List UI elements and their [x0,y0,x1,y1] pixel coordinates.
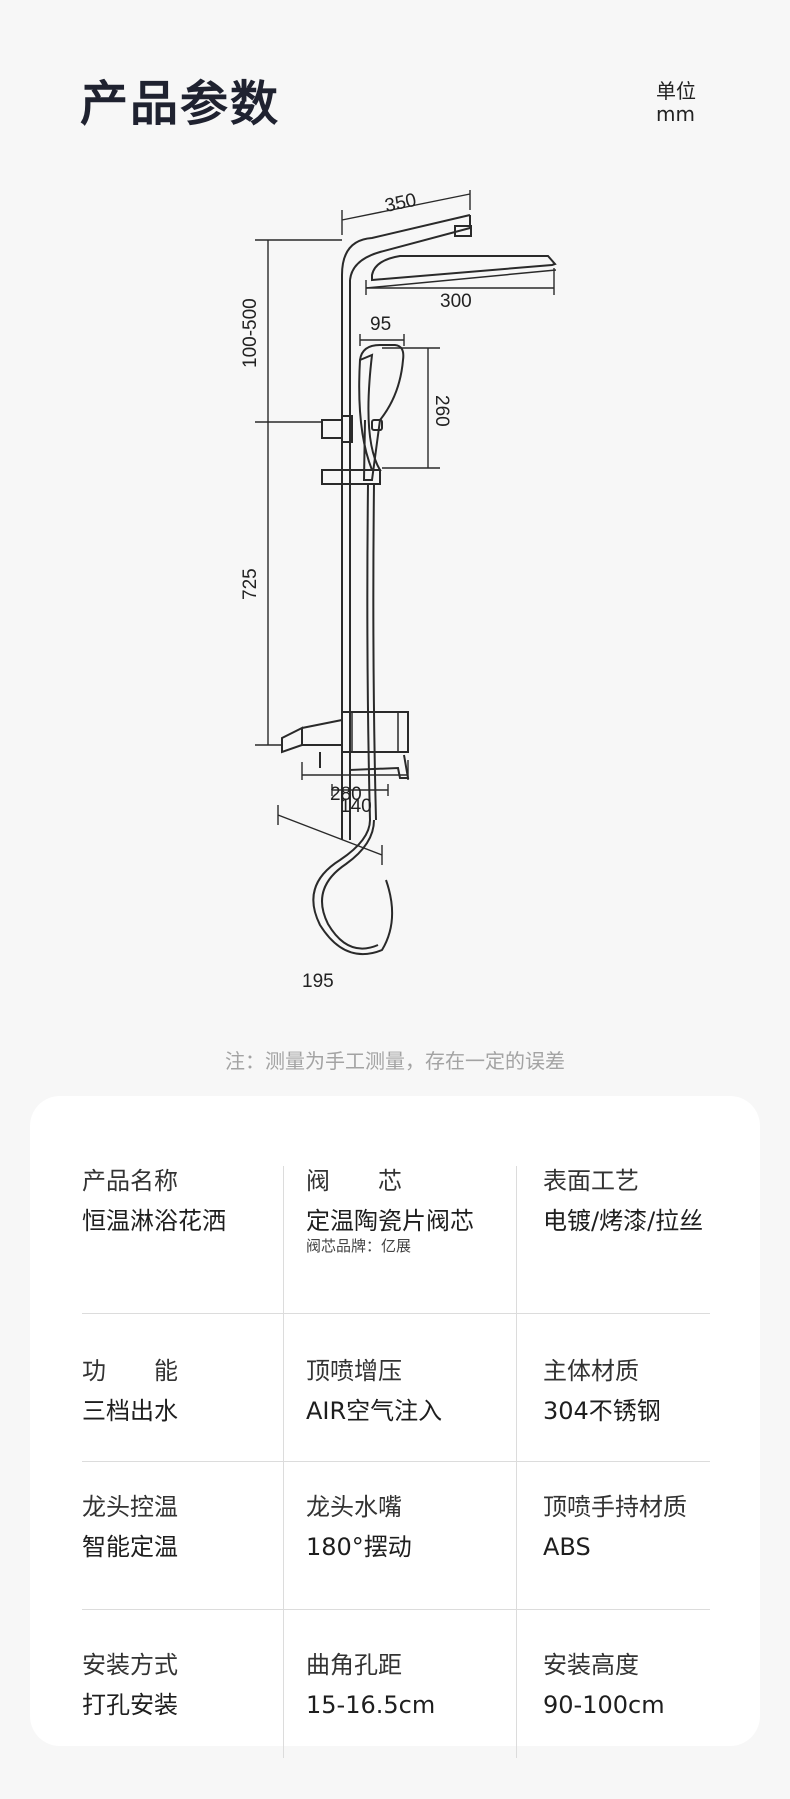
spec-sub: 阀芯品牌：亿展 [306,1237,412,1255]
spec-cell: 产品名称 恒温淋浴花洒 [82,1166,283,1314]
shower-outline [281,214,557,955]
spec-label: 产品名称 [82,1167,178,1195]
spec-cell: 阀 芯 定温陶瓷片阀芯 阀芯品牌：亿展 [283,1166,516,1314]
spec-label: 龙头水嘴 [306,1493,402,1521]
spec-label: 曲角孔距 [306,1651,402,1679]
measurement-note: 注：测量为手工测量，存在一定的误差 [225,1049,565,1073]
spec-value: 304不锈钢 [543,1397,661,1425]
dimension-lines [255,190,555,865]
spec-label: 功 能 [82,1357,178,1385]
spec-value: 三档出水 [82,1397,178,1425]
spec-cell: 顶喷增压 AIR空气注入 [283,1314,516,1462]
unit-text: 单位 [656,79,696,103]
spec-cell: 表面工艺 电镀/烤漆/拉丝 [516,1166,710,1314]
spec-value: 电镀/烤漆/拉丝 [543,1207,704,1235]
shower-dimension-diagram: 350 300 95 260 100-500 725 280 140 195 [240,190,557,992]
spec-value: 15-16.5cm [306,1691,436,1719]
page-title: 产品参数 [80,76,281,132]
spec-value: 恒温淋浴花洒 [82,1207,226,1235]
spec-label: 安装方式 [82,1651,178,1679]
spec-cell: 主体材质 304不锈钢 [516,1314,710,1462]
spec-card: 产品名称 恒温淋浴花洒 阀 芯 定温陶瓷片阀芯 阀芯品牌：亿展 表面工艺 电镀/… [30,1096,760,1758]
unit-label: 单位 mm [656,80,726,126]
spec-value: AIR空气注入 [306,1397,443,1425]
spec-value: 90-100cm [543,1691,665,1719]
spec-label: 龙头控温 [82,1493,178,1521]
spec-cell: 龙头水嘴 180°摆动 [283,1462,516,1610]
spec-cell: 曲角孔距 15-16.5cm [283,1610,516,1758]
dim-upper-height: 100-500 [240,298,261,368]
spec-cell: 顶喷手持材质 ABS [516,1462,710,1610]
spec-value: 智能定温 [82,1533,178,1561]
spec-label: 表面工艺 [543,1167,639,1195]
dim-base-depth: 195 [302,971,334,992]
spec-cell: 安装高度 90-100cm [516,1610,710,1758]
spec-value: ABS [543,1533,591,1561]
spec-label: 阀 芯 [306,1167,402,1195]
spec-label: 顶喷手持材质 [543,1493,687,1521]
spec-cell: 功 能 三档出水 [82,1314,283,1462]
dim-center-distance: 140 [340,796,372,817]
unit-value: mm [656,102,695,126]
dim-handheld-width: 95 [370,314,391,335]
spec-label: 安装高度 [543,1651,639,1679]
spec-cell: 安装方式 打孔安装 [82,1610,283,1758]
spec-grid: 产品名称 恒温淋浴花洒 阀 芯 定温陶瓷片阀芯 阀芯品牌：亿展 表面工艺 电镀/… [82,1166,710,1758]
spec-label: 顶喷增压 [306,1357,402,1385]
spec-value: 定温陶瓷片阀芯 [306,1207,474,1235]
dim-top-arm: 350 [383,190,418,217]
dim-handheld-height: 260 [431,395,452,427]
spec-value: 180°摆动 [306,1533,412,1561]
spec-value: 打孔安装 [82,1691,178,1719]
dim-lower-height: 725 [240,568,261,600]
dim-head-width: 300 [440,291,472,312]
dim-spout-reach: 280 [330,784,362,805]
spec-cell: 龙头控温 智能定温 [82,1462,283,1610]
spec-label: 主体材质 [543,1357,639,1385]
